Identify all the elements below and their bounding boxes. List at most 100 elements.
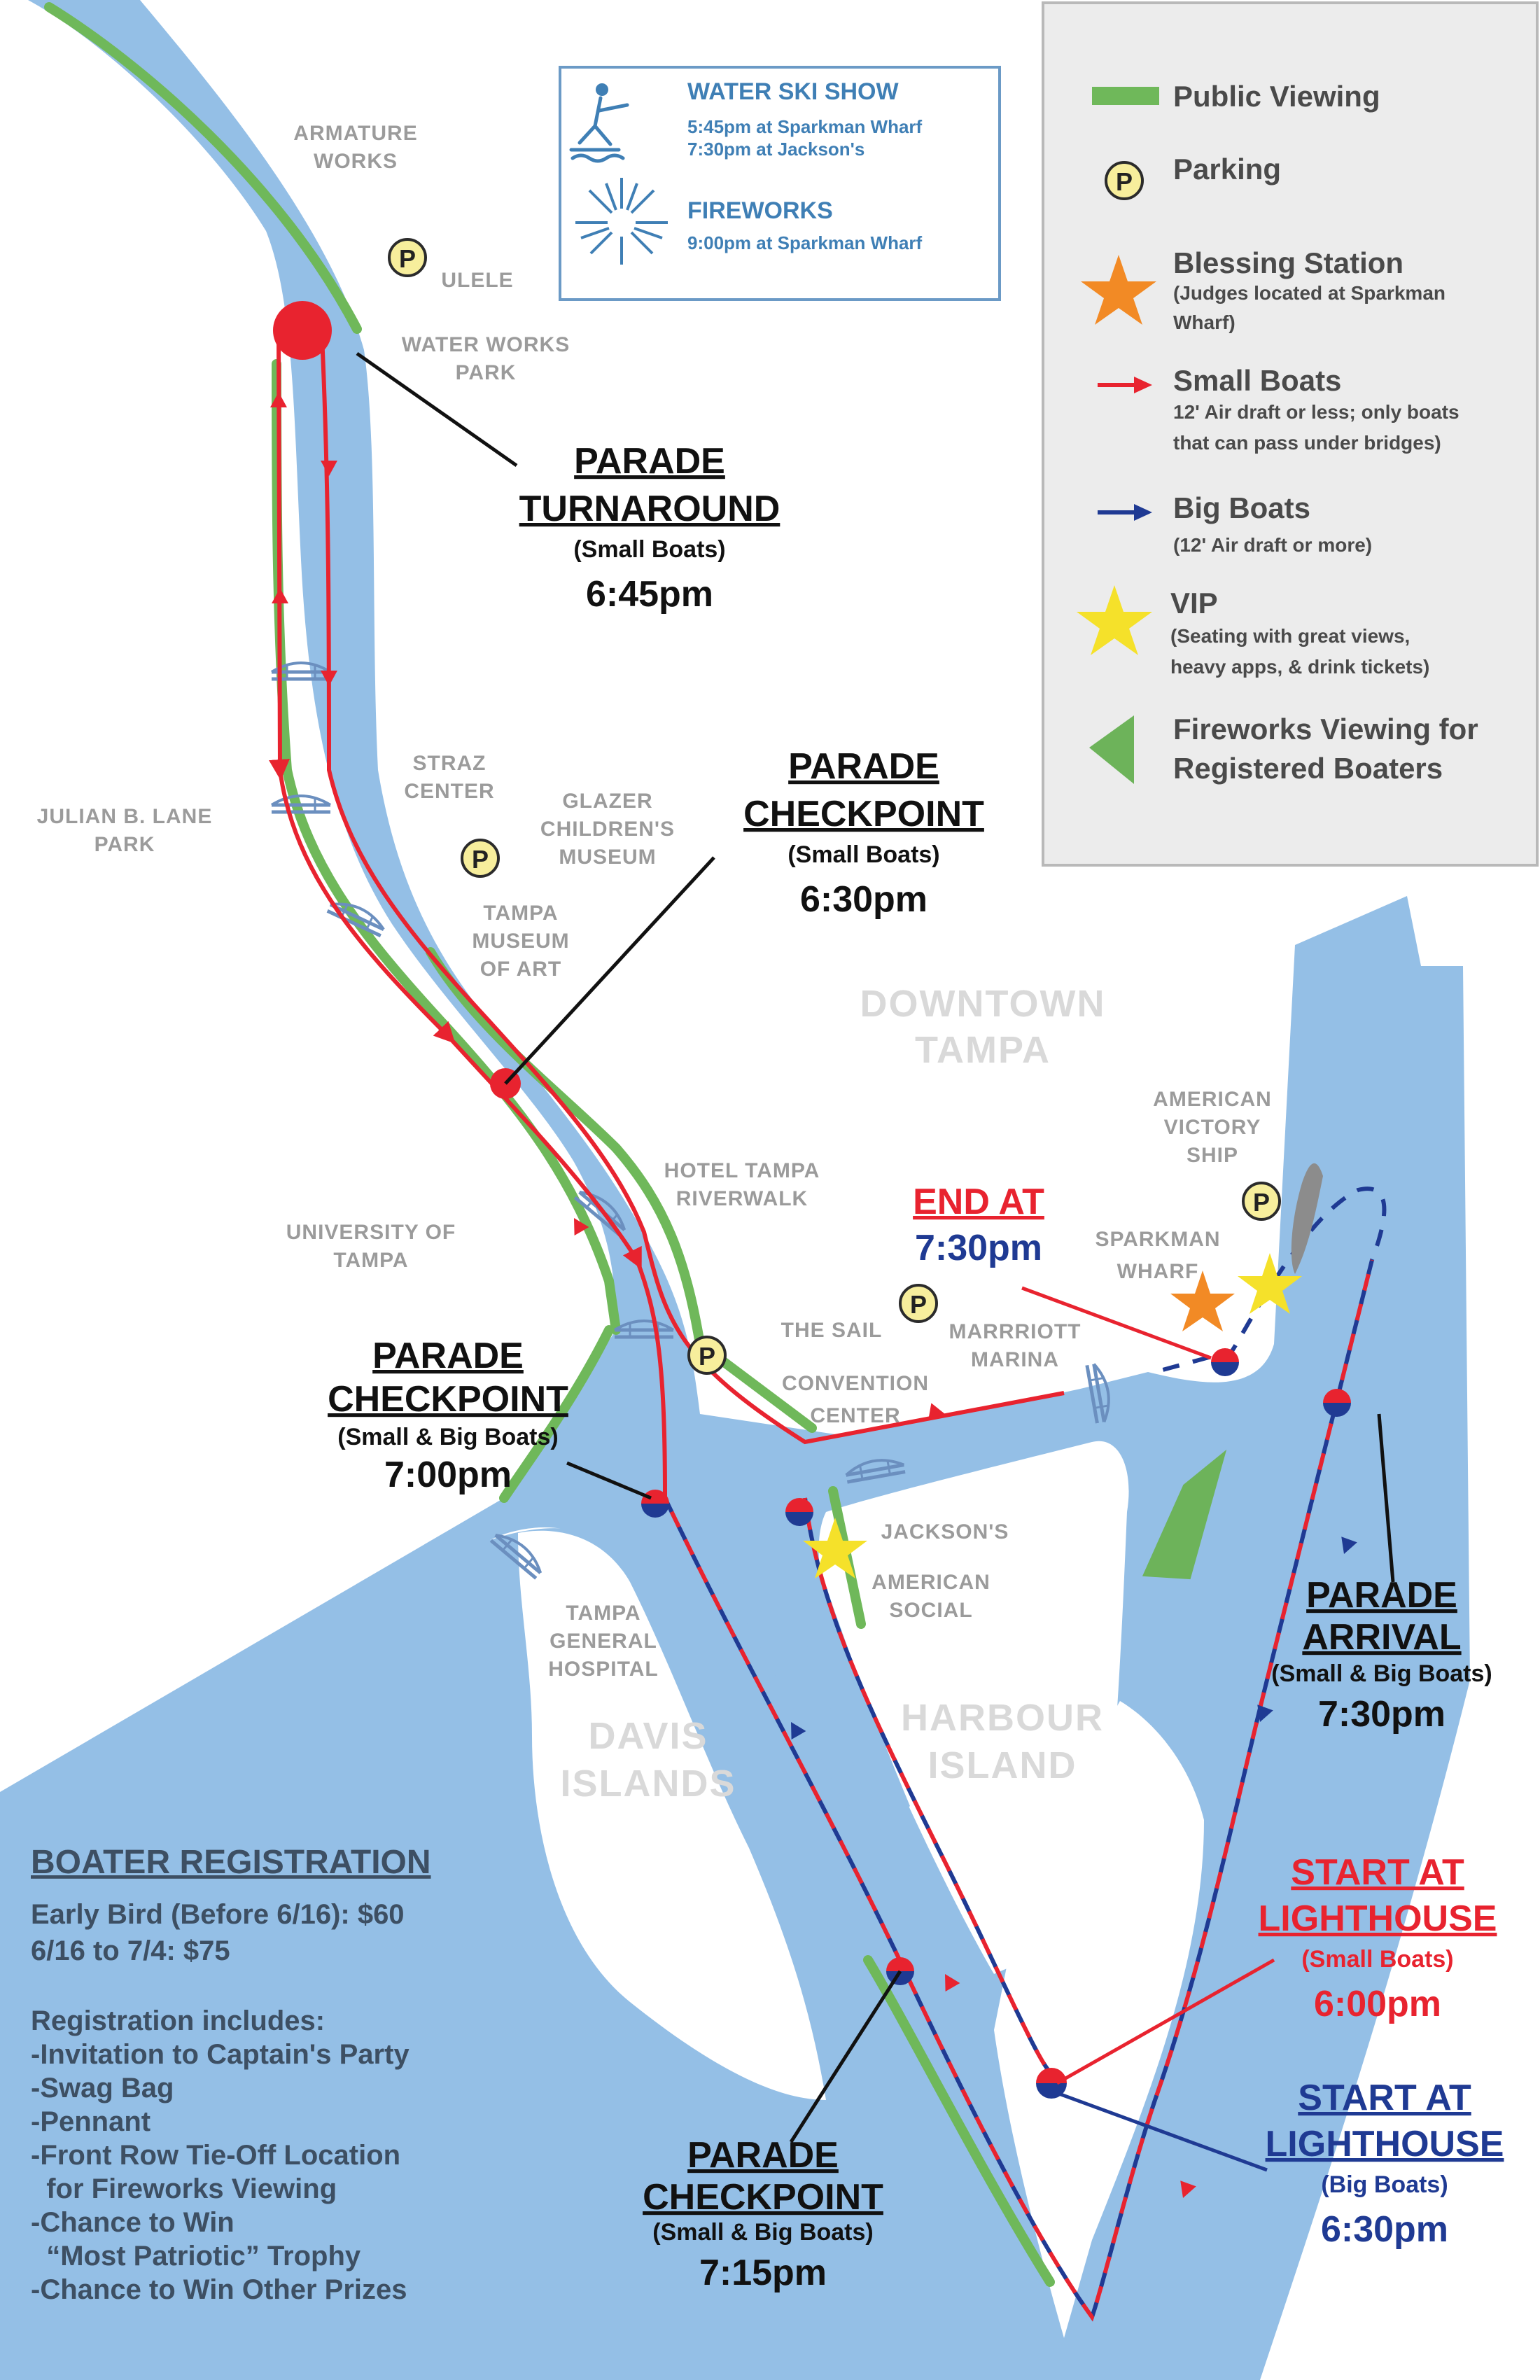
landmarks [803,1163,1323,1580]
place-label: STRAZ [413,752,486,775]
svg-text:“Most Patriotic” Trophy: “Most Patriotic” Trophy [31,2241,361,2272]
place-label: PARK [94,833,155,856]
route-arrows [270,392,1357,2198]
place-label: MARINA [971,1348,1059,1371]
fireworks-icon [575,178,668,265]
svg-text:6:30pm: 6:30pm [800,879,927,920]
place-label: WORKS [314,150,398,173]
callout-checkpoint-700: PARADE CHECKPOINT (Small & Big Boats) 7:… [328,1336,568,1495]
callout-arrival: PARADE ARRIVAL (Small & Big Boats) 7:30p… [1271,1575,1492,1735]
small-boats-route-over [663,1259,1374,2322]
legend: Public Viewing P Parking Blessing Statio… [1042,1,1539,867]
events-box: WATER SKI SHOW 5:45pm at Sparkman Wharf … [559,66,1001,301]
svg-text:(Seating with great views,: (Seating with great views, [1170,625,1410,647]
svg-text:7:15pm: 7:15pm [699,2253,827,2293]
district-label: DOWNTOWN [860,983,1106,1025]
place-label: SHIP [1186,1144,1238,1167]
ship-icon [1291,1163,1323,1274]
place-label: MARRRIOTT [949,1320,1082,1343]
svg-text:-Swag Bag: -Swag Bag [31,2073,174,2104]
big-boats-route [663,1186,1387,2322]
place-label: RIVERWALK [676,1187,808,1210]
parking-icon: P [687,1336,727,1375]
svg-text:(Small Boats): (Small Boats) [573,536,725,563]
district-label: DAVIS [588,1715,708,1757]
svg-text:Registered Boaters: Registered Boaters [1173,752,1443,785]
svg-text:TURNAROUND: TURNAROUND [519,489,780,529]
svg-text:PARADE: PARADE [574,441,725,482]
svg-text:LIGHTHOUSE: LIGHTHOUSE [1259,1898,1497,1939]
place-label: GENERAL [550,1630,657,1653]
svg-text:(Small & Big Boats): (Small & Big Boats) [652,2219,873,2246]
place-label: SOCIAL [889,1599,972,1622]
svg-text:ARRIVAL: ARRIVAL [1302,1617,1461,1658]
boater-registration: BOATER REGISTRATION Early Bird (Before 6… [31,1844,431,2305]
svg-text:CHECKPOINT: CHECKPOINT [328,1379,568,1420]
blessing-star-icon [1170,1270,1235,1331]
svg-text:Early Bird (Before 6/16): $60: Early Bird (Before 6/16): $60 [31,1899,405,1930]
svg-text:PARADE: PARADE [687,2135,839,2176]
svg-text:Wharf): Wharf) [1173,312,1236,333]
vip-star-icon [803,1518,867,1578]
end-marker [1211,1348,1239,1376]
svg-text:Fireworks Viewing for: Fireworks Viewing for [1173,713,1478,746]
place-label: TAMPA [483,902,558,925]
svg-text:6:45pm: 6:45pm [586,574,713,615]
place-label: THE SAIL [781,1319,883,1342]
svg-text:7:30pm: 7:30pm [1318,1694,1446,1735]
legend-vip: VIP (Seating with great views, heavy app… [1077,585,1429,678]
parking-icon: P [388,238,427,277]
checkpoint-700-marker [641,1490,669,1518]
svg-text:(Small Boats): (Small Boats) [788,841,939,868]
legend-parking: P Parking [1105,153,1281,200]
place-label: OF ART [480,958,562,981]
svg-text:Parking: Parking [1173,153,1281,186]
parking-icon: P [461,839,500,878]
place-label: HOSPITAL [548,1658,658,1681]
place-label: WHARF [1117,1260,1199,1283]
place-label: MUSEUM [472,930,569,953]
blessing-star-icon [1081,255,1156,325]
callout-start-small: START AT LIGHTHOUSE (Small Boats) 6:00pm [1259,1852,1497,2024]
svg-text:CHECKPOINT: CHECKPOINT [643,2177,883,2218]
svg-text:7:30pm at Jackson's: 7:30pm at Jackson's [687,139,864,160]
place-label: CENTER [810,1404,900,1427]
svg-text:PARADE: PARADE [1306,1575,1457,1616]
callout-checkpoint-715: PARADE CHECKPOINT (Small & Big Boats) 7:… [643,2135,883,2293]
svg-text:Registration includes:: Registration includes: [31,2005,325,2036]
place-label: PARK [456,361,517,384]
svg-text:CHECKPOINT: CHECKPOINT [743,794,984,834]
place-label: AMERICAN [1153,1088,1272,1111]
checkpoint-markers [273,301,1351,2099]
place-label: MUSEUM [559,846,656,869]
parking-icon: P [1105,161,1144,200]
legend-blessing: Blessing Station (Judges located at Spar… [1081,246,1446,333]
district-label: TAMPA [915,1029,1051,1071]
svg-text:PARADE: PARADE [788,746,939,787]
svg-text:VIP: VIP [1170,587,1218,620]
place-label: JULIAN B. LANE [37,805,213,828]
place-label: CHILDREN'S [540,818,675,841]
vip-star-icon [1077,585,1152,655]
svg-text:BOATER REGISTRATION: BOATER REGISTRATION [31,1844,431,1881]
svg-text:WATER SKI SHOW: WATER SKI SHOW [687,78,899,105]
svg-text:9:00pm at Sparkman Wharf: 9:00pm at Sparkman Wharf [687,232,923,253]
legend-public-viewing: Public Viewing [1092,80,1380,113]
callout-checkpoint-630: PARADE CHECKPOINT (Small Boats) 6:30pm [743,746,984,920]
svg-text:(Small Boats): (Small Boats) [1301,1946,1453,1973]
svg-text:Big Boats: Big Boats [1173,491,1310,524]
district-label: HARBOUR [901,1697,1104,1739]
place-label: CONVENTION [782,1372,929,1395]
parking-markers: P P P P P [388,238,1281,1375]
vip-star-icon [1238,1253,1302,1314]
svg-text:-Pennant: -Pennant [31,2106,150,2137]
place-label: UNIVERSITY OF [286,1221,456,1244]
parking-icon: P [1242,1182,1281,1221]
svg-text:6/16 to 7/4: $75: 6/16 to 7/4: $75 [31,1935,230,1966]
svg-text:-Front Row Tie-Off Location: -Front Row Tie-Off Location [31,2140,400,2171]
svg-text:(Big Boats): (Big Boats) [1321,2171,1448,2198]
callout-start-big: START AT LIGHTHOUSE (Big Boats) 6:30pm [1266,2078,1504,2250]
svg-text:12' Air draft or less; only bo: 12' Air draft or less; only boats [1173,401,1460,423]
place-label: HOTEL TAMPA [664,1159,820,1182]
